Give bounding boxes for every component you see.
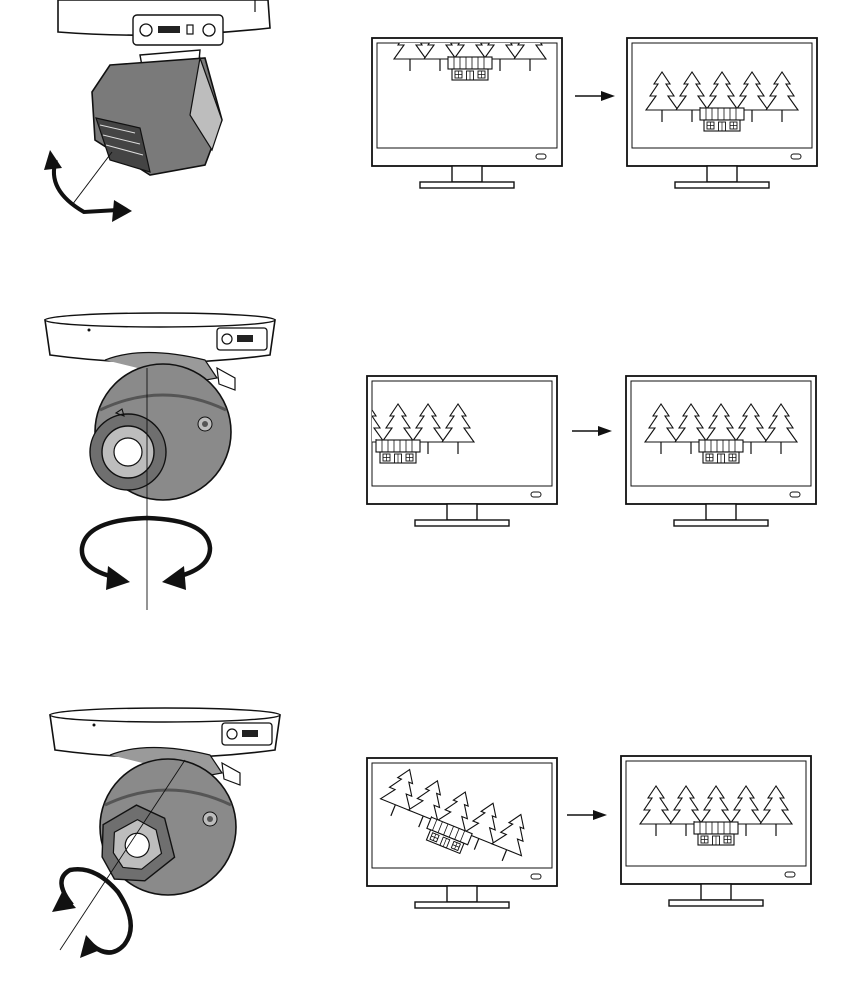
monitor-before-pan (366, 375, 558, 527)
monitor-before-tilt (371, 37, 563, 189)
monitor-before-rotate (366, 757, 558, 909)
monitor-after-pan (625, 375, 817, 527)
dome-camera-icon (43, 311, 277, 610)
row-rotate (48, 706, 812, 958)
monitor-after-rotate (620, 755, 812, 907)
dome-camera-icon (48, 706, 282, 951)
right-arrow-icon (566, 809, 608, 821)
row-tilt (44, 0, 818, 222)
curved-double-arrow-icon (44, 150, 132, 222)
rotation-arrows-icon (79, 515, 213, 590)
right-arrow-icon (574, 90, 616, 102)
row-pan (43, 311, 817, 610)
monitor-after-tilt (626, 37, 818, 189)
rotation-arrows-icon (52, 867, 133, 958)
right-arrow-icon (571, 425, 613, 437)
tilted-dome-camera-icon (57, 0, 271, 206)
